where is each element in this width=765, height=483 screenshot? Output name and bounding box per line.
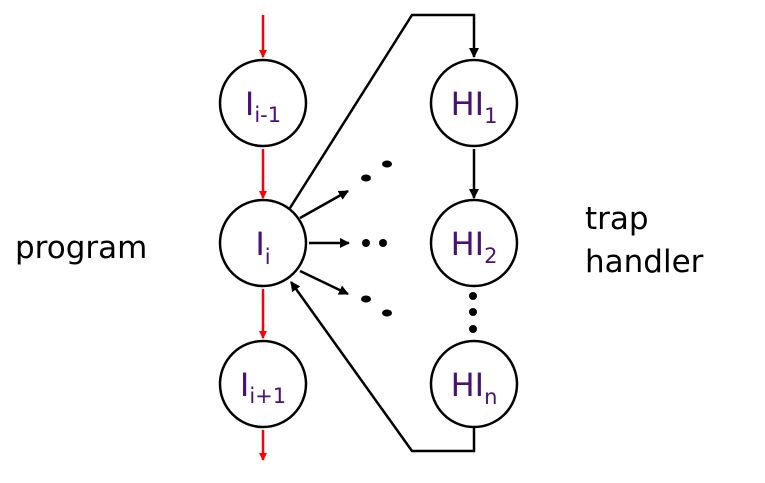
node-circle [218, 58, 308, 148]
handler-label-text: handler [585, 244, 704, 280]
node-current: Ii [255, 225, 270, 269]
handler-node-1: HI1 [451, 85, 498, 128]
trap-edges [288, 13, 479, 453]
program-label: program [15, 230, 147, 266]
trap-entry-edge [288, 13, 479, 209]
handler-node-2: HI2 [451, 225, 498, 268]
trap-return-edge [289, 281, 476, 453]
ellipsis-dots [361, 160, 477, 333]
program-nodes: Ii-1 Ii Ii+1 [218, 58, 308, 429]
trap-label: trap [585, 201, 649, 237]
node-circle [218, 339, 308, 429]
node-circle [218, 198, 308, 288]
node-circle [429, 339, 519, 429]
fan-arrow-down [299, 269, 349, 296]
fan-arrow-up [299, 189, 349, 220]
handler-nodes: HI1 HI2 HIn [429, 58, 519, 429]
node-circle [429, 198, 519, 288]
node-prev: Ii-1 [245, 85, 281, 127]
node-next: Ii+1 [240, 366, 286, 408]
handler-node-n: HIn [451, 366, 498, 409]
node-circle [429, 58, 519, 148]
